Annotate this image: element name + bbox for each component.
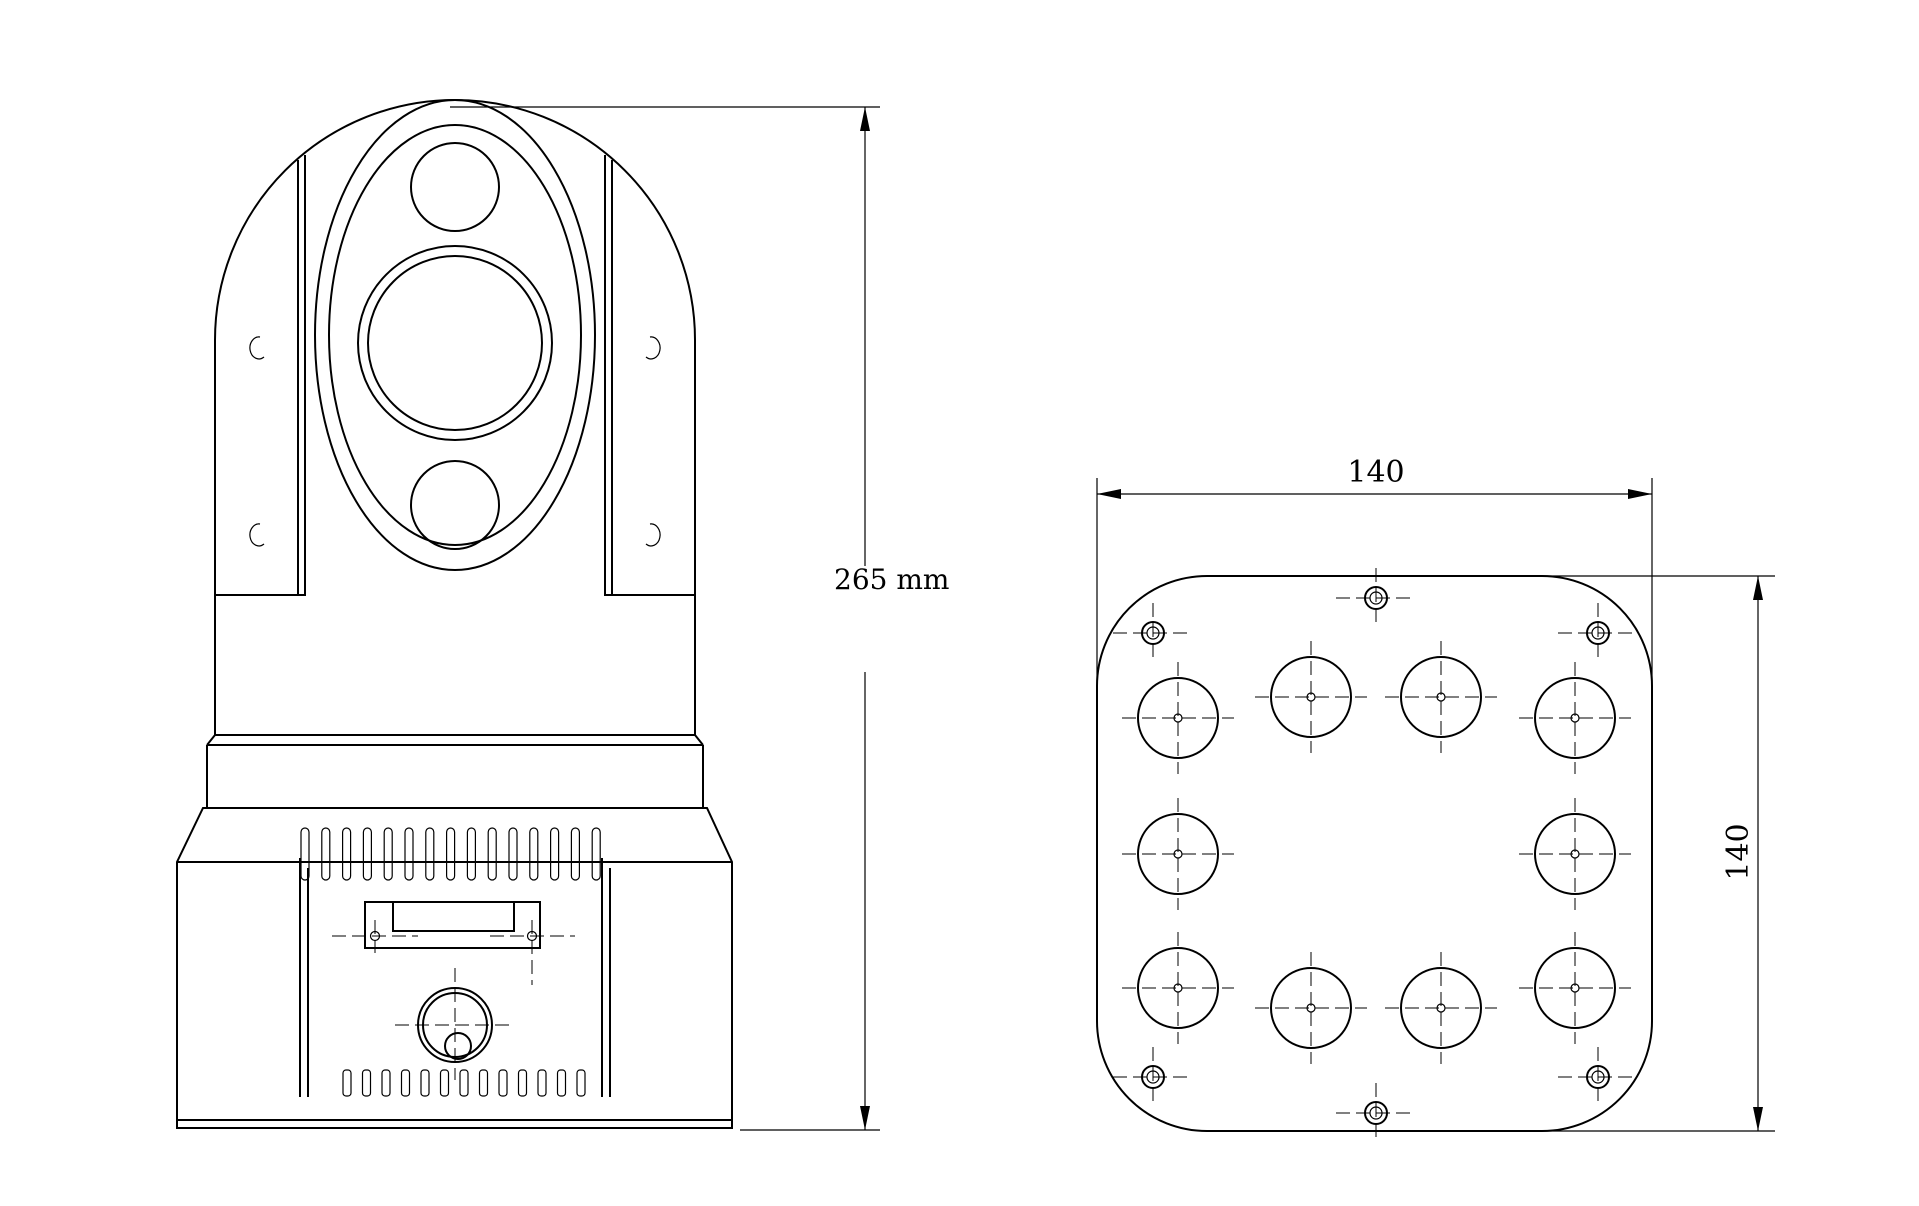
vent-slot: [300, 827, 310, 881]
hole-centerline: [1122, 932, 1234, 1044]
plate-centerline: [332, 920, 575, 985]
vent-slot: [381, 1069, 391, 1097]
vent-slot: [549, 827, 560, 881]
vent-slot: [425, 827, 435, 881]
mounting-hole: [1400, 967, 1482, 1049]
connector-centerline: [395, 968, 515, 1080]
camera-front-view: [176, 99, 733, 1129]
mounting-holes: [1122, 641, 1631, 1064]
ir-light-top: [410, 142, 500, 232]
screw-centerline: [1336, 1083, 1416, 1143]
vent-slot: [487, 827, 497, 881]
mounting-hole: [1400, 656, 1482, 738]
lens-housing-inner: [328, 124, 582, 546]
vent-slot: [362, 827, 372, 881]
neck-collar: [206, 734, 704, 808]
main-lens: [367, 255, 543, 431]
vent-slot: [459, 1069, 469, 1097]
connector-key: [444, 1032, 472, 1060]
screw-centerline: [1558, 1047, 1638, 1107]
width-label: 140: [1347, 455, 1404, 490]
vent-slot: [420, 1069, 430, 1097]
vent-slot: [570, 827, 581, 881]
vent-slot: [576, 1069, 586, 1097]
vent-slot: [529, 827, 539, 881]
vent-slot: [404, 827, 414, 881]
screw-centerline: [1558, 603, 1638, 663]
vent-slot: [383, 827, 393, 881]
mounting-hole: [1270, 656, 1352, 738]
label-window: [392, 901, 515, 932]
camera-head-outline: [214, 99, 696, 735]
bracket-slot: [645, 336, 661, 360]
vents-bottom: [342, 1069, 586, 1097]
vent-slot: [446, 827, 456, 881]
width-dimension: 140: [1096, 455, 1653, 690]
mounting-hole: [1137, 813, 1219, 895]
mounting-hole: [1534, 813, 1616, 895]
base-height-label: 140: [1721, 823, 1756, 880]
height-dimension: 265 mm: [450, 106, 949, 1131]
mounting-hole: [1270, 967, 1352, 1049]
vent-slot: [439, 1069, 450, 1097]
vent-slot: [508, 827, 518, 881]
screw-centerline: [1336, 568, 1416, 628]
bracket-slot: [249, 523, 265, 547]
mounting-hole: [1534, 947, 1616, 1029]
vents-top: [300, 827, 601, 881]
hole-centerline: [1519, 798, 1631, 910]
vent-slot: [537, 1069, 547, 1097]
vent-slot: [478, 1069, 489, 1097]
hole-centerline: [1519, 932, 1631, 1044]
hole-centerline: [1122, 662, 1234, 774]
hole-centerline: [1519, 662, 1631, 774]
base-height-dimension: 140: [1540, 575, 1775, 1132]
base-plate-view: [1096, 568, 1653, 1143]
lens-housing-outer: [314, 99, 596, 571]
vent-slot: [321, 827, 331, 881]
bracket-slot: [645, 523, 661, 547]
mounting-hole: [1534, 677, 1616, 759]
vent-slot: [556, 1069, 567, 1097]
plate-screws: [1113, 568, 1638, 1143]
vent-slot: [342, 1069, 352, 1097]
mounting-hole: [1137, 947, 1219, 1029]
base-plate-outline: [1096, 575, 1653, 1132]
vent-slot: [466, 827, 476, 881]
mounting-hole: [1137, 677, 1219, 759]
screw-centerline: [1113, 1047, 1193, 1107]
hole-centerline: [1255, 641, 1367, 753]
ir-light-bottom: [410, 460, 500, 550]
vent-slot: [361, 1069, 372, 1097]
height-label: 265 mm: [834, 563, 949, 596]
hole-centerline: [1122, 798, 1234, 910]
vent-frame: [299, 858, 611, 1097]
hole-centerline: [1385, 952, 1497, 1064]
main-lens-ring: [357, 245, 553, 441]
vent-slot: [400, 1069, 411, 1097]
left-bracket: [215, 155, 306, 596]
right-bracket: [604, 155, 695, 596]
vent-slot: [342, 827, 352, 881]
vent-slot: [498, 1069, 508, 1097]
hole-centerline: [1255, 952, 1367, 1064]
vent-slot: [591, 827, 601, 881]
bracket-slot: [249, 336, 265, 360]
hole-centerline: [1385, 641, 1497, 753]
vent-slot: [517, 1069, 528, 1097]
screw-centerline: [1113, 603, 1193, 663]
